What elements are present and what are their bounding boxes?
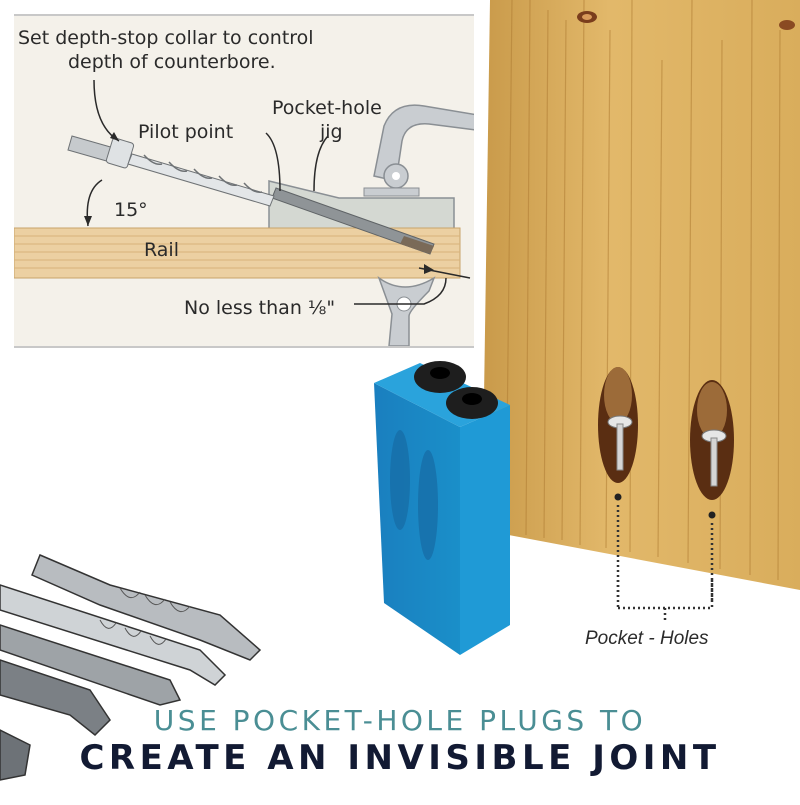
rail-label: Rail — [144, 239, 179, 261]
depth-stop-callout-line1: Set depth-stop collar to control — [18, 27, 314, 49]
depth-stop-callout-line2: depth of counterbore. — [68, 51, 276, 73]
pocket-holes-bracket — [616, 580, 714, 622]
pocket-hole-jig-label-line1: Pocket-hole — [272, 97, 382, 119]
headline-title: CREATE AN INVISIBLE JOINT — [79, 738, 721, 778]
min-distance-label: No less than ⅛" — [184, 297, 336, 319]
diagram-illustration — [14, 79, 474, 346]
pilot-point-label: Pilot point — [138, 121, 234, 143]
blue-pocket-hole-jig — [360, 345, 520, 675]
pocket-hole-diagram: Set depth-stop collar to control depth o… — [14, 14, 474, 348]
headline-subtitle: USE POCKET-HOLE PLUGS TO — [153, 704, 647, 737]
pocket-holes-label: Pocket - Holes — [585, 628, 709, 649]
pocket-hole-jig-label-line2: jig — [320, 121, 343, 143]
angle-label: 15° — [114, 199, 148, 221]
wood-board-photo — [482, 0, 800, 608]
drill-bits-photo — [0, 530, 270, 800]
